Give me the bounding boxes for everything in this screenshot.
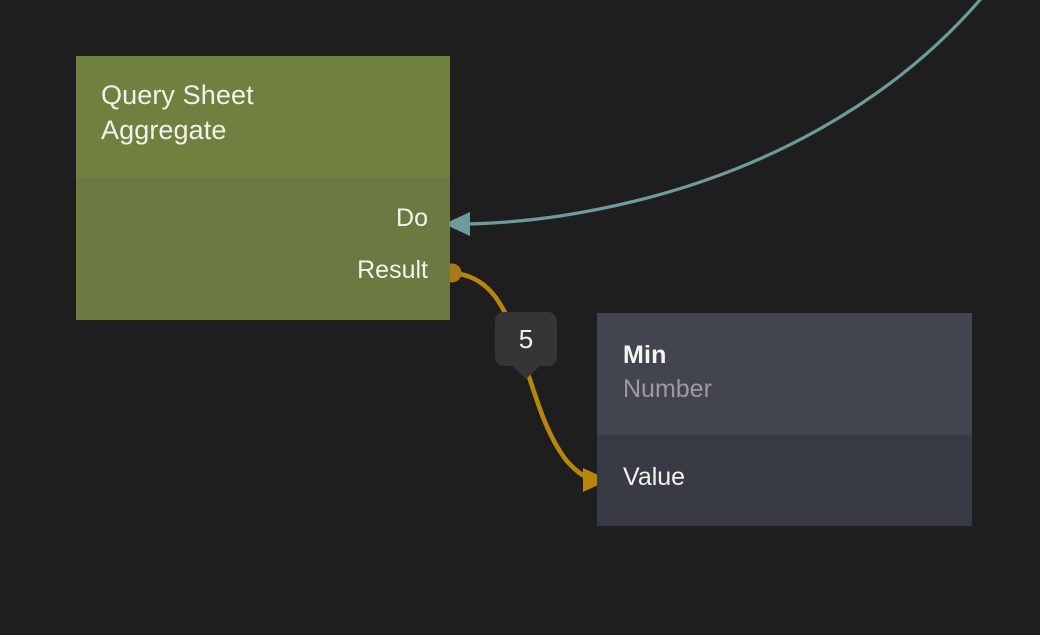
port-row-do[interactable]: Do bbox=[76, 192, 450, 244]
node-header: Query Sheet Aggregate bbox=[76, 56, 450, 178]
port-label-do: Do bbox=[396, 204, 428, 232]
node-title: Min bbox=[623, 341, 667, 369]
port-row-value[interactable]: Value bbox=[597, 451, 972, 503]
wire-value-badge[interactable]: 5 bbox=[495, 312, 557, 366]
node-body: Value bbox=[597, 435, 972, 526]
node-min[interactable]: Min Number Value bbox=[597, 313, 972, 526]
wire-value-badge-text: 5 bbox=[518, 324, 534, 354]
port-row-result[interactable]: Result bbox=[76, 244, 450, 296]
node-title: Query Sheet Aggregate bbox=[101, 80, 254, 145]
port-label-result: Result bbox=[357, 256, 428, 284]
wire-value-badge-pointer bbox=[511, 365, 541, 379]
node-header: Min Number bbox=[597, 313, 972, 435]
exec-wire[interactable] bbox=[444, 0, 985, 236]
node-subtitle: Number bbox=[623, 375, 712, 403]
port-label-value: Value bbox=[623, 463, 686, 491]
node-query-sheet-aggregate[interactable]: Query Sheet Aggregate Do Result bbox=[76, 56, 450, 320]
node-body: Do Result bbox=[76, 178, 450, 320]
